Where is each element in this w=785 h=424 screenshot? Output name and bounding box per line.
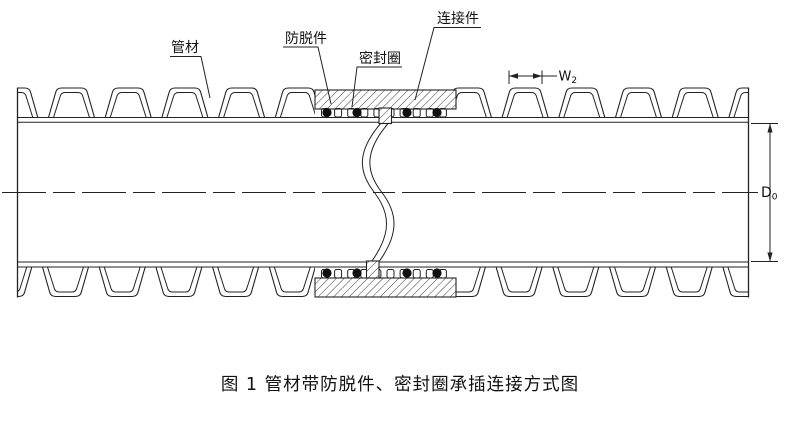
socket-rib	[386, 269, 395, 279]
callout-anti-release: 防脱件	[283, 31, 332, 105]
seal-ring-element	[322, 268, 332, 278]
connector-band-bottom	[314, 277, 457, 298]
callout-connector: 连接件	[414, 10, 481, 101]
seal-ring-element	[352, 107, 362, 118]
corrugation-tooth-outline	[98, 266, 146, 298]
callout-anti-release-label: 防脱件	[285, 31, 327, 47]
corrugation-tooth-inner	[670, 266, 708, 293]
callout-pipe: 管材	[170, 40, 211, 99]
seals-top	[322, 107, 442, 118]
w2-arrow-left	[509, 73, 518, 79]
w2-label: W2	[559, 70, 578, 87]
gap-hatch	[378, 107, 393, 125]
d0-arrow-top	[767, 123, 773, 133]
corrugation-tooth-inner	[620, 92, 657, 118]
corrugation-tooth-inner	[506, 92, 544, 118]
corrugation-tooth-outline	[161, 87, 209, 118]
corrugation-tooth-outline	[104, 87, 152, 118]
seals-bottom	[322, 268, 442, 278]
corrugation-tooth-outline	[558, 87, 606, 118]
callout-sealing-ring: 密封圈	[351, 50, 402, 108]
seal-ring-element	[402, 268, 412, 278]
corrugation-tooth-outline	[41, 266, 90, 298]
corrugation-tooth-inner	[614, 266, 651, 293]
corrugation-tooth-outline	[274, 87, 322, 118]
socket-rib	[412, 269, 421, 279]
seal-ring-element	[432, 107, 442, 118]
connector-band-top	[314, 89, 457, 110]
corrugation-tooth-inner	[17, 266, 28, 293]
callout-pipe-leader	[170, 56, 211, 99]
dimension-w2: W2	[508, 70, 578, 87]
corrugation-tooth-outline	[728, 87, 749, 118]
corrugation-tooth-inner	[727, 266, 749, 293]
callout-pipe-label: 管材	[171, 40, 199, 56]
dimension-d0: D0	[751, 123, 778, 262]
corrugation-tooth-inner	[557, 266, 595, 293]
joint-gap-bottom	[365, 260, 380, 279]
corrugation-tooth-outline	[608, 266, 657, 298]
w2-arrow-right	[533, 73, 542, 79]
corrugation-tooth-outline	[218, 87, 266, 118]
figure-caption: 图 1 管材带防脱件、密封圈承插连接方式图	[221, 375, 579, 395]
callout-anti-release-leader	[283, 46, 332, 105]
corrugation-tooth-inner	[676, 92, 714, 118]
corrugation-tooth-inner	[500, 266, 538, 293]
d0-label: D0	[761, 185, 778, 203]
corrugation-tooth-outline	[552, 266, 600, 298]
corrugation-bottom	[17, 266, 749, 298]
corrugation-tooth-inner	[17, 92, 34, 118]
seal-ring-element	[402, 107, 412, 118]
seal-ring-element	[322, 107, 332, 118]
corrugation-tooth-inner	[223, 92, 261, 118]
corrugation-top	[17, 87, 749, 118]
callout-connector-leader	[414, 27, 481, 101]
pipe-break-line	[361, 122, 395, 262]
connector-sleeve-bottom	[314, 267, 457, 298]
socket-rib	[334, 269, 343, 279]
corrugation-tooth-inner	[279, 92, 317, 118]
corrugation-tooth-outline	[212, 266, 260, 298]
corrugation-tooth-outline	[671, 87, 719, 118]
callout-connector-label: 连接件	[437, 10, 479, 27]
callout-sealing-ring-label: 密封圈	[359, 50, 401, 67]
corrugation-tooth-outline	[155, 266, 203, 298]
seal-ring-element	[352, 268, 362, 278]
corrugation-tooth-inner	[563, 92, 601, 118]
corrugation-tooth-inner	[449, 92, 487, 118]
corrugation-tooth-outline	[501, 87, 549, 118]
corrugation-tooth-outline	[722, 266, 749, 298]
corrugation-tooth-outline	[17, 87, 39, 118]
corrugation-tooth-outline	[614, 87, 663, 118]
corrugation-tooth-outline	[268, 266, 316, 298]
corrugation-tooth-outline	[47, 87, 96, 118]
callout-sealing-ring-leader	[351, 66, 402, 108]
break-curve-left	[361, 122, 387, 262]
joint-gap-top	[378, 107, 393, 125]
corrugation-tooth-inner	[217, 266, 255, 293]
corrugation-tooth-outline	[17, 266, 33, 298]
corrugation-tooth-inner	[103, 266, 141, 293]
corrugation-tooth-inner	[53, 92, 90, 118]
corrugation-tooth-outline	[495, 266, 543, 298]
corrugation-tooth-inner	[47, 266, 84, 293]
corrugation-tooth-inner	[160, 266, 198, 293]
break-curve-right	[369, 122, 395, 262]
d0-arrow-bottom	[767, 252, 773, 262]
corrugation-tooth-outline	[665, 266, 713, 298]
corrugation-tooth-inner	[166, 92, 204, 118]
corrugation-tooth-inner	[273, 266, 311, 293]
corrugation-tooth-inner	[109, 92, 147, 118]
corrugation-tooth-inner	[733, 92, 749, 118]
gap-hatch	[365, 260, 380, 279]
seal-ring-element	[432, 268, 442, 278]
